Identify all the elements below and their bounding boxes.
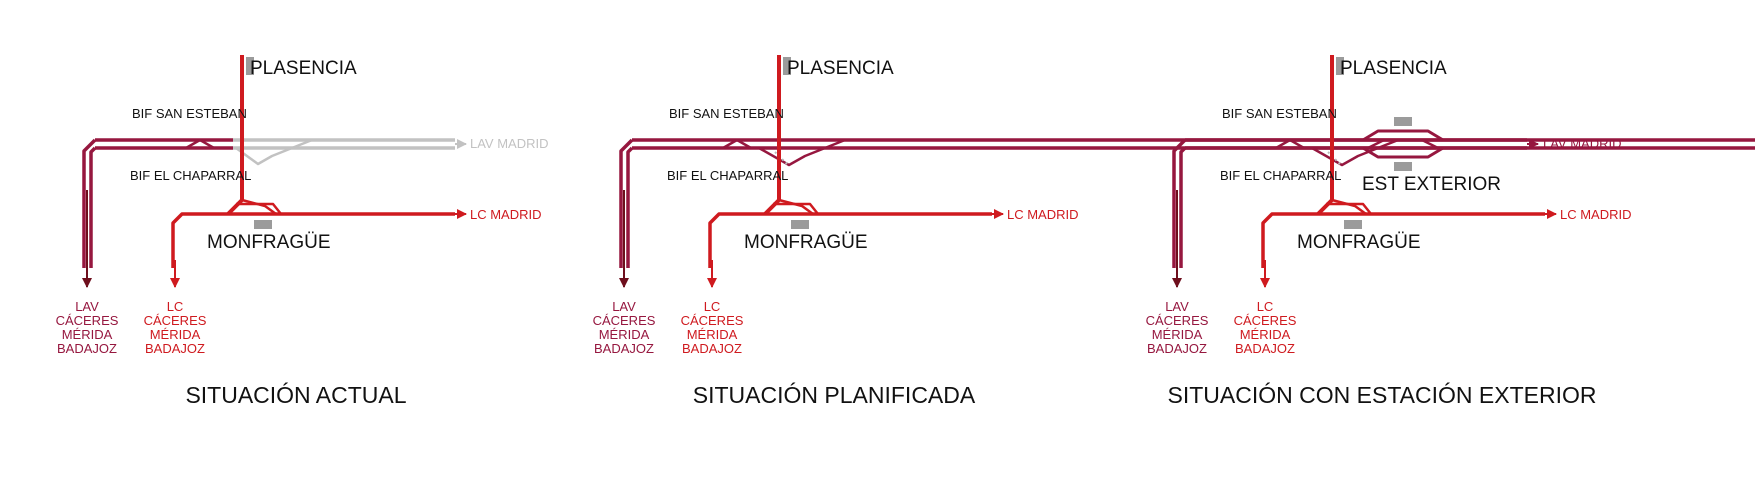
- lav-south-track-outer: [82, 138, 97, 268]
- lav-south-track-inner: [1179, 146, 1187, 268]
- lc-south-label-0: LC: [167, 299, 184, 314]
- monfrague-siding: [1331, 198, 1367, 216]
- plasencia-station: [783, 57, 791, 75]
- bif-san-esteban-label: BIF SAN ESTEBAN: [1222, 106, 1337, 121]
- lav-madrid-label: LAV MADRID: [470, 136, 549, 151]
- monfrague-label: MONFRAGÜE: [1297, 232, 1421, 253]
- est-exterior-cross-1: [1367, 138, 1385, 150]
- plasencia-station: [246, 57, 254, 75]
- lav-south-label-3: BADAJOZ: [594, 341, 654, 356]
- monfrague-siding: [778, 198, 814, 216]
- bif-san-esteban-label: BIF SAN ESTEBAN: [669, 106, 784, 121]
- lc-south-label-3: BADAJOZ: [682, 341, 742, 356]
- est-exterior-loop-top: [1362, 129, 1444, 142]
- lc-south-label-3: BADAJOZ: [145, 341, 205, 356]
- lc-south-label-1: CÁCERES: [681, 313, 744, 328]
- monfrague-label: MONFRAGÜE: [207, 232, 331, 253]
- lav-south-label-0: LAV: [75, 299, 99, 314]
- lav-south-label-2: MÉRIDA: [1152, 327, 1203, 342]
- monfrague-station: [1344, 220, 1362, 229]
- lav-madrid-connector: [758, 138, 846, 167]
- lav-madrid-connector: [1311, 138, 1399, 167]
- plasencia-track: [226, 55, 244, 216]
- lc-south-label-2: MÉRIDA: [150, 327, 201, 342]
- lc-south-label-0: LC: [704, 299, 721, 314]
- monfrague-station: [791, 220, 809, 229]
- lav-south-label-2: MÉRIDA: [62, 327, 113, 342]
- est-exterior-station-top: [1394, 117, 1412, 126]
- lav-south-track-inner: [626, 146, 634, 268]
- plasencia-label: PLASENCIA: [1340, 58, 1447, 79]
- lc-south-track: [1261, 212, 1318, 268]
- panel-caption: SITUACIÓN PLANIFICADA: [693, 382, 976, 408]
- panel-caption: SITUACIÓN CON ESTACIÓN EXTERIOR: [1168, 382, 1597, 408]
- lav-south-label-1: CÁCERES: [593, 313, 656, 328]
- lav-south-track-outer: [1172, 138, 1187, 268]
- monfrague-loop: [773, 202, 819, 215]
- lav-madrid-connector: [235, 138, 313, 166]
- panel-1: PLASENCIA BIF SAN ESTEBAN BIF EL CHAPARRAL…: [56, 55, 549, 408]
- lc-south-label-1: CÁCERES: [144, 313, 207, 328]
- lav-south-track-outer: [619, 138, 634, 268]
- monfrague-station: [254, 220, 272, 229]
- lav-south-label-0: LAV: [612, 299, 636, 314]
- plasencia-track: [1316, 55, 1334, 216]
- monfrague-loop: [236, 202, 282, 215]
- lc-madrid-label: LC MADRID: [1007, 207, 1079, 222]
- bif-san-esteban-label: BIF SAN ESTEBAN: [132, 106, 247, 121]
- monfrague-label: MONFRAGÜE: [744, 232, 868, 253]
- panel-3: PLASENCIA BIF SAN ESTEBAN BIF EL CHAPARRAL…: [1146, 55, 1755, 408]
- lav-south-label-1: CÁCERES: [56, 313, 119, 328]
- lc-south-label-1: CÁCERES: [1234, 313, 1297, 328]
- lav-south-track-inner: [89, 146, 97, 268]
- plasencia-label: PLASENCIA: [787, 58, 894, 79]
- est-exterior-cross-2: [1421, 138, 1439, 150]
- monfrague-loop: [1326, 202, 1372, 215]
- lc-south-label-2: MÉRIDA: [687, 327, 738, 342]
- bif-el-chaparral-label: BIF EL CHAPARRAL: [130, 168, 251, 183]
- est-exterior-station-bottom: [1394, 162, 1412, 171]
- lav-south-label-2: MÉRIDA: [599, 327, 650, 342]
- lc-south-track: [708, 212, 765, 268]
- bif-el-chaparral-label: BIF EL CHAPARRAL: [667, 168, 788, 183]
- lav-south-label-3: BADAJOZ: [1147, 341, 1207, 356]
- bif-san-esteban-crossover: [1275, 138, 1305, 150]
- lc-madrid-label: LC MADRID: [470, 207, 542, 222]
- bif-el-chaparral-label: BIF EL CHAPARRAL: [1220, 168, 1341, 183]
- plasencia-station: [1336, 57, 1344, 75]
- plasencia-track: [763, 55, 781, 216]
- plasencia-label: PLASENCIA: [250, 58, 357, 79]
- bif-san-esteban-crossover: [185, 138, 215, 150]
- lc-south-label-2: MÉRIDA: [1240, 327, 1291, 342]
- lc-south-track: [171, 212, 228, 268]
- monfrague-siding: [241, 198, 277, 216]
- lc-madrid-label: LC MADRID: [1560, 207, 1632, 222]
- bif-san-esteban-crossover: [722, 138, 752, 150]
- lav-south-label-0: LAV: [1165, 299, 1189, 314]
- lc-south-label-3: BADAJOZ: [1235, 341, 1295, 356]
- est-exterior-label: EST EXTERIOR: [1362, 174, 1501, 195]
- lav-south-label-3: BADAJOZ: [57, 341, 117, 356]
- panel-2: PLASENCIA BIF SAN ESTEBAN BIF EL CHAPARRAL…: [593, 55, 1622, 408]
- lc-south-label-0: LC: [1257, 299, 1274, 314]
- est-exterior-loop-bottom: [1362, 146, 1444, 159]
- lav-south-label-1: CÁCERES: [1146, 313, 1209, 328]
- panel-caption: SITUACIÓN ACTUAL: [185, 382, 406, 408]
